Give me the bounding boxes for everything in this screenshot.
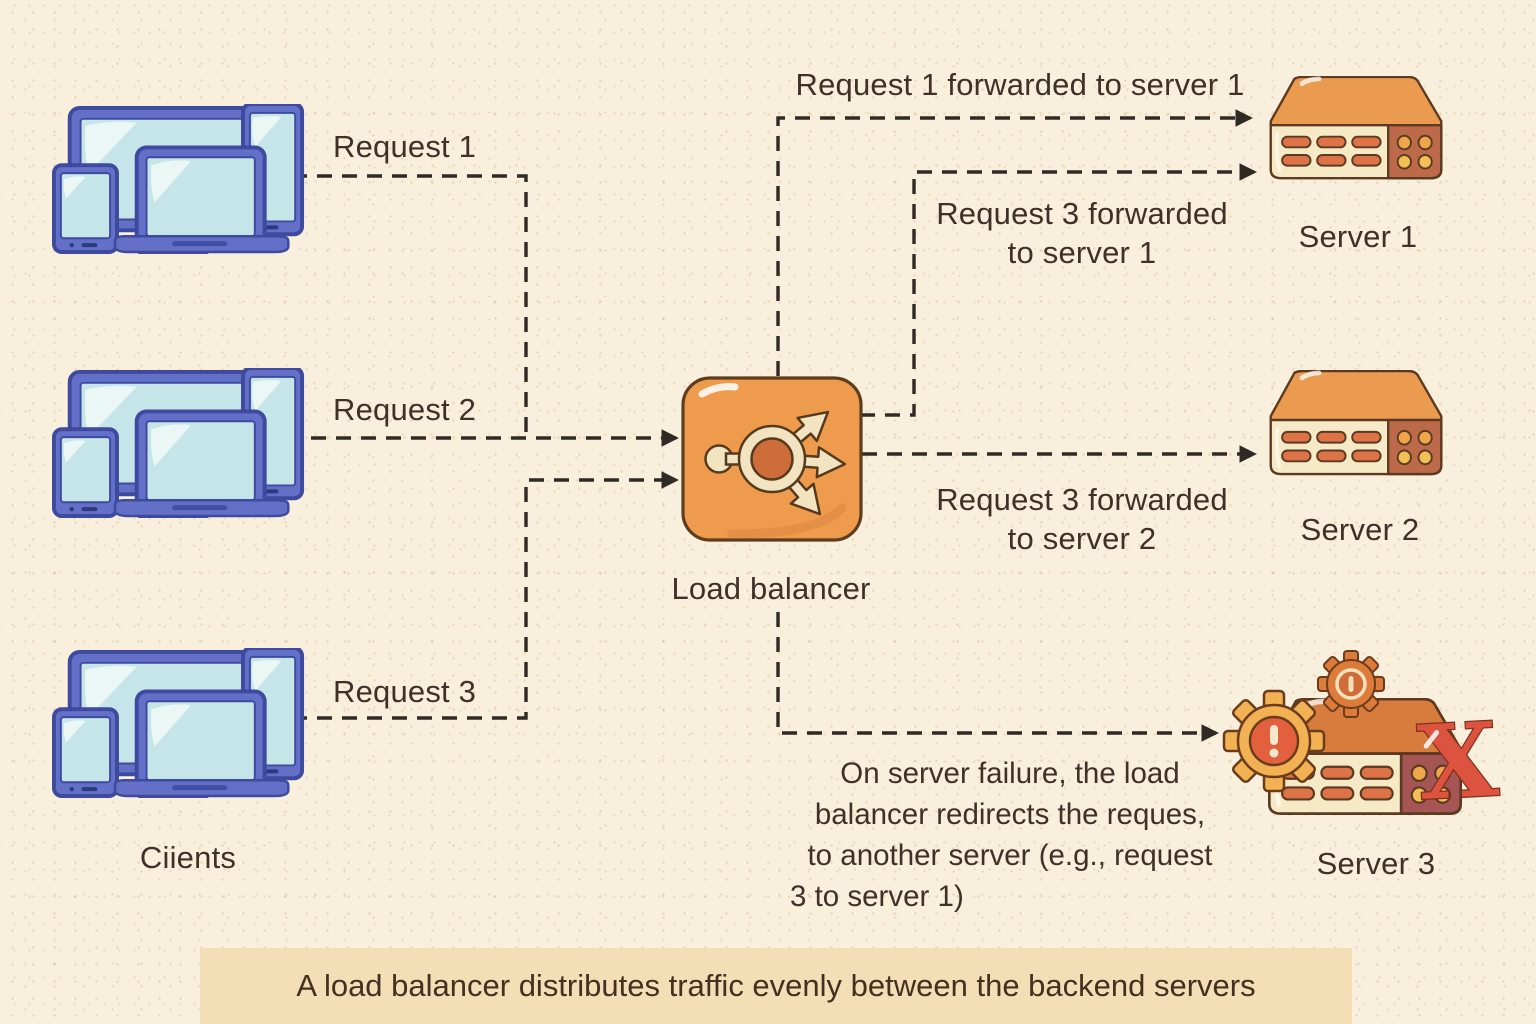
flow-lines	[286, 109, 1257, 742]
forward-req1-to-server1-path	[776, 109, 1253, 376]
request3-label: Request 3	[333, 674, 477, 709]
server-1-label: Server 1	[1298, 219, 1418, 254]
svg-text:X: X	[1415, 700, 1501, 824]
forward-req3-s1-line2: to server 1	[1007, 235, 1157, 270]
alert-gear-small-icon	[1317, 650, 1385, 718]
caption-band: A load balancer distributes traffic even…	[200, 948, 1352, 1024]
server-2-label: Server 2	[1300, 512, 1420, 547]
caption-text: A load balancer distributes traffic even…	[296, 968, 1256, 1003]
failover-to-server3-path	[776, 612, 1219, 742]
server-3-label: Server 3	[1316, 846, 1436, 881]
server-1-icon	[1271, 77, 1442, 178]
error-x-icon: X	[1414, 699, 1503, 826]
failure-note-line4: 3 to server 1)	[790, 880, 964, 913]
branching-arrows-icon	[704, 410, 847, 516]
clients-group-1	[52, 104, 305, 254]
clients-group-3	[52, 648, 305, 798]
request1-path	[292, 174, 528, 436]
failure-note-line1: On server failure, the load	[840, 757, 1180, 790]
clients-group-2	[52, 368, 305, 518]
forward-req3-s2-label: Request 3 forwarded to server 2	[936, 480, 1228, 558]
forward-req3-s2-line1: Request 3 forwarded	[936, 482, 1228, 517]
request2-label: Request 2	[333, 392, 477, 427]
forward-req3-s1-label: Request 3 forwarded to server 1	[936, 194, 1228, 272]
forward-req3-s1-line1: Request 3 forwarded	[936, 196, 1228, 231]
request3-path	[292, 471, 679, 720]
failure-note-line3: to another server (e.g., request	[807, 839, 1213, 872]
warning-gear-icon	[1222, 689, 1326, 793]
forward-req1-label: Request 1 forwarded to server 1	[795, 67, 1245, 102]
load-balancer-node	[681, 376, 863, 542]
forward-req3-to-server1-path	[860, 163, 1257, 417]
forward-req3-s2-line2: to server 2	[1007, 521, 1157, 556]
request1-label: Request 1	[333, 129, 477, 164]
failure-note: On server failure, the load balancer red…	[775, 753, 1245, 917]
clients-label: Ciients	[139, 840, 237, 875]
failure-note-line2: balancer redirects the reques,	[814, 798, 1206, 831]
load-balancer-label: Load balancer	[671, 571, 871, 606]
server-2-icon	[1271, 371, 1442, 474]
